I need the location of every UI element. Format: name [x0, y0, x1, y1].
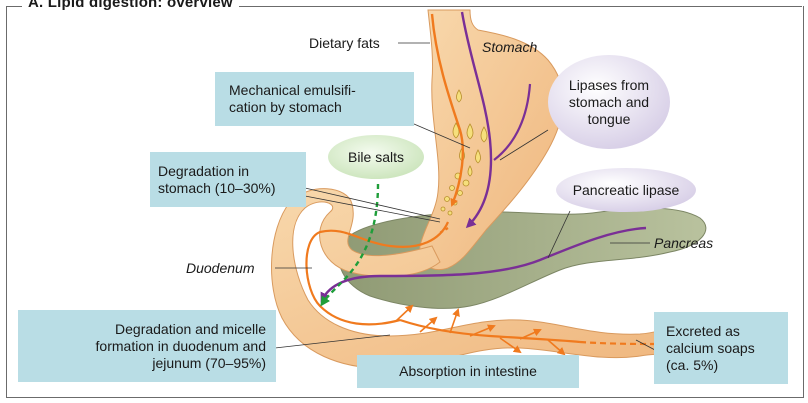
bile-salts-oval: Bile salts	[328, 135, 424, 179]
excreted-box: Excreted as calcium soaps (ca. 5%)	[654, 312, 788, 384]
mechanical-emulsification-box: Mechanical emulsifi- cation by stomach	[215, 72, 414, 126]
absorption-box: Absorption in intestine	[357, 355, 579, 388]
stomach-degradation-box: Degradation in stomach (10–30%)	[150, 152, 306, 207]
figure-title: A. Lipid digestion: overview	[22, 0, 239, 11]
lipases-oval: Lipases from stomach and tongue	[548, 55, 670, 149]
duodenum-label: Duodenum	[186, 260, 255, 277]
pancreatic-lipase-oval: Pancreatic lipase	[556, 168, 696, 212]
stomach-label: Stomach	[482, 39, 537, 56]
dietary-fats-label: Dietary fats	[309, 35, 380, 52]
pancreas-label: Pancreas	[654, 235, 713, 252]
duodenum-degradation-box: Degradation and micelle formation in duo…	[18, 310, 276, 382]
